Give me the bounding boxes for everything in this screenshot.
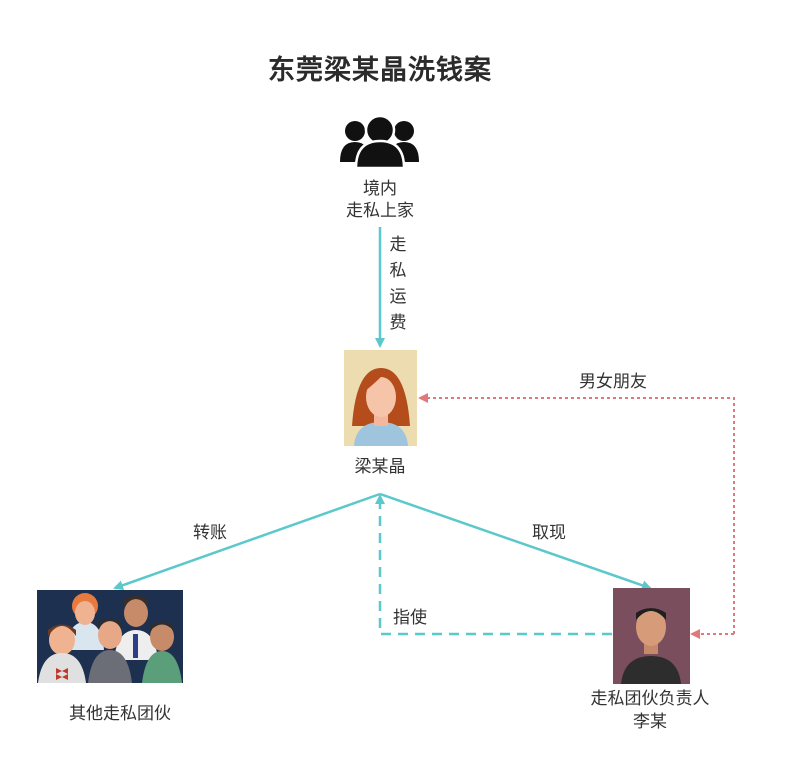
li-node-label-line2: 李某 [633, 712, 667, 732]
group-avatar-icon [37, 590, 183, 683]
transfer-edge-label: 转账 [193, 523, 227, 543]
smuggling-fee-label-char: 费 [389, 313, 407, 333]
instruct-arrow [375, 494, 612, 636]
woman-avatar-icon [344, 350, 417, 446]
withdraw-arrow [379, 492, 652, 591]
people-group-icon [340, 114, 419, 170]
liang-node-label: 梁某晶 [354, 457, 406, 477]
transfer-arrow [113, 492, 381, 591]
smuggling-fee-label-char: 私 [389, 261, 407, 281]
smuggling-fee-label-char: 走 [389, 235, 407, 255]
smugglers-node-label-line2: 走私上家 [346, 201, 414, 221]
man-avatar-icon [613, 588, 690, 684]
instruct-edge-label: 指使 [393, 608, 427, 628]
withdraw-edge-label: 取现 [532, 523, 566, 543]
boyfriend-arrow-to-liang [418, 393, 735, 634]
smugglers-node-label-line1: 境内 [363, 179, 397, 199]
others-node-label: 其他走私团伙 [69, 704, 171, 724]
boyfriend-relation-label: 男女朋友 [579, 372, 647, 392]
smuggling-fee-label-char: 运 [389, 287, 407, 307]
li-node-label-line1: 走私团伙负责人 [590, 689, 710, 709]
page-title: 东莞梁某晶洗钱案 [268, 55, 492, 86]
